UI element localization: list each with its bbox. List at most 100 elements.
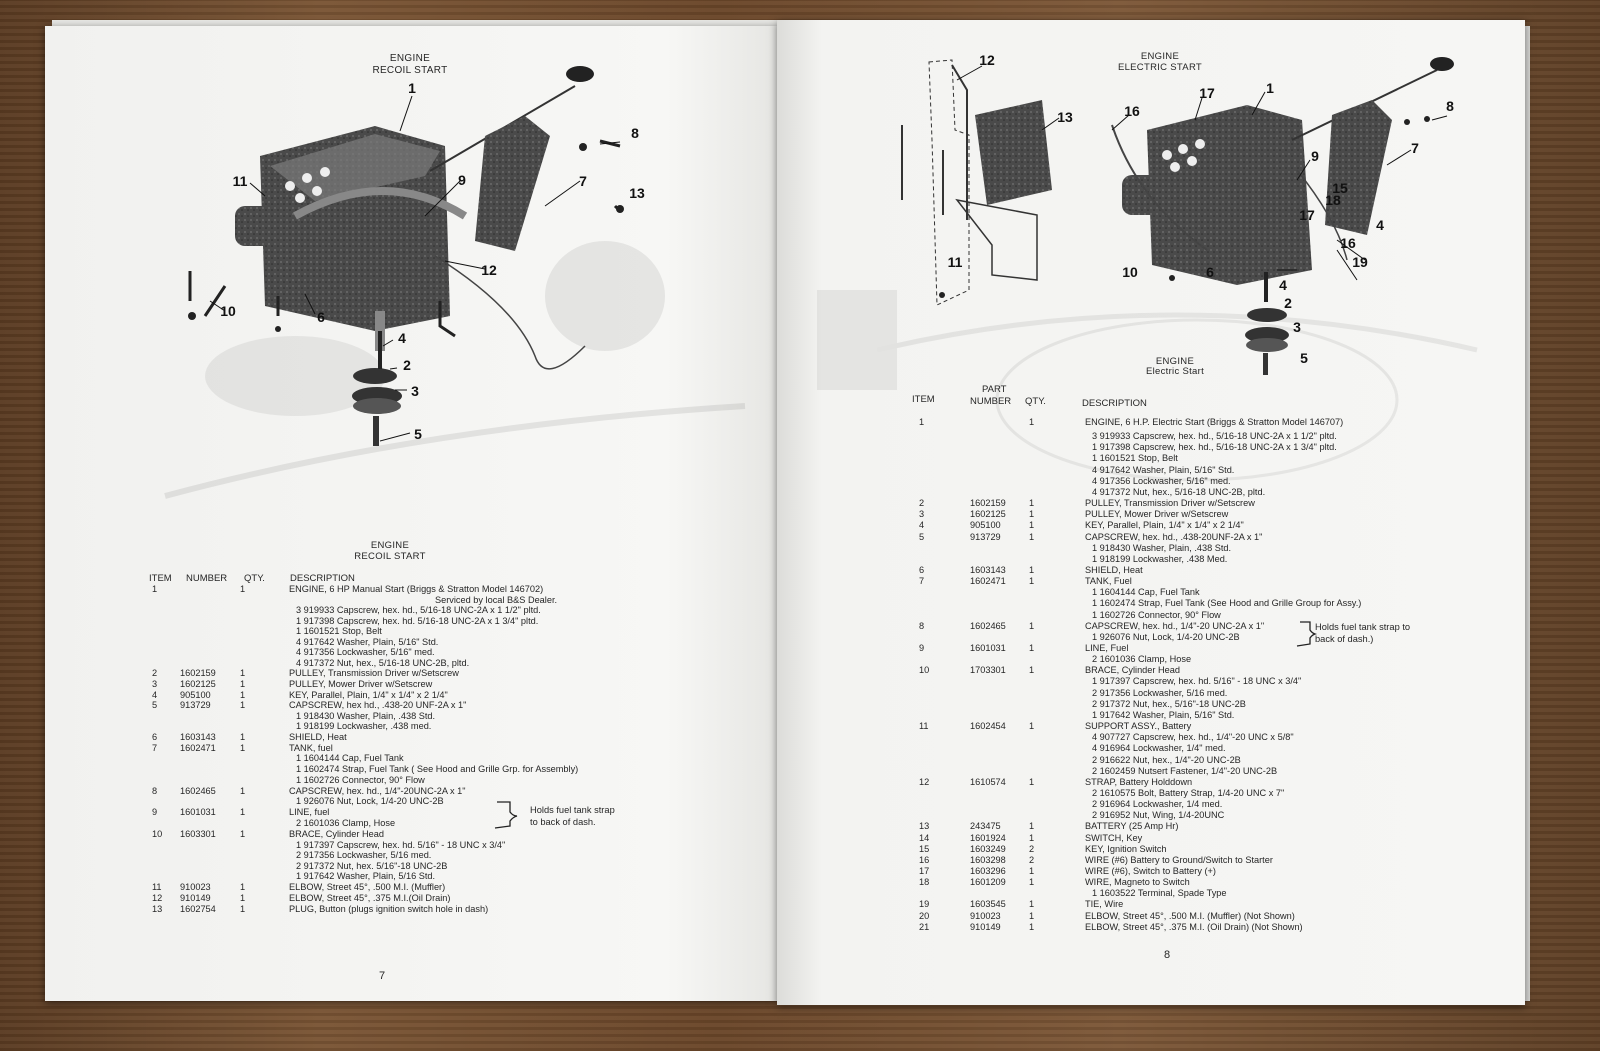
- fuel-tank-strap-note: Holds fuel tank strap to back of dash.: [530, 805, 615, 828]
- parts-row: 2 1602459 Nutsert Fastener, 1/4"-20 UNC-…: [777, 766, 1525, 777]
- parts-row: 1 1604144 Cap, Fuel Tank: [45, 753, 777, 764]
- cell-number: 1603143: [970, 564, 1006, 575]
- cell-description: PULLEY, Mower Driver w/Setscrew: [1085, 509, 1229, 520]
- diagram-caption-line: ENGINE: [1155, 356, 1195, 367]
- parts-row: 1 918199 Lockwasher, .438 med.: [45, 721, 777, 732]
- battery-strap-outline: [928, 59, 970, 306]
- cell-qty: 1: [240, 584, 246, 594]
- bleed-through-image: [817, 290, 1478, 482]
- cell-number: 1603301: [180, 829, 216, 840]
- cell-description: 2 917356 Lockwasher, 5/16 med.: [1092, 687, 1228, 698]
- cell-description: 2 1610575 Bolt, Battery Strap, 1/4-20 UN…: [1092, 787, 1285, 798]
- cell-description: KEY, Ignition Switch: [1085, 843, 1167, 854]
- cell-number: 1602454: [970, 721, 1006, 732]
- recoil-start-engine-diagram: [164, 66, 746, 499]
- cell-qty: 2: [1029, 854, 1035, 865]
- parts-row: 1 917397 Capscrew, hex. hd. 5/16" - 18 U…: [45, 840, 777, 851]
- cell-description: CAPSCREW, hex. hd., 1/4"-20UNC-2A x 1": [289, 785, 466, 796]
- parts-row: 4 917372 Nut, hex., 5/16-18 UNC-2B, pltd…: [777, 487, 1525, 498]
- cell-description: WIRE, Magneto to Switch: [1085, 877, 1190, 888]
- cell-description: 2 916964 Lockwasher, 1/4 med.: [1092, 799, 1223, 810]
- callout-number: 19: [1352, 254, 1368, 270]
- callout-number: 8: [631, 125, 639, 141]
- cell-description: 2 917372 Nut, hex. 5/16"-18 UNC-2B: [296, 860, 448, 871]
- cell-description: 2 1601036 Clamp, Hose: [1092, 654, 1192, 665]
- parts-row: 1 917398 Capscrew, hex. hd., 5/16-18 UNC…: [777, 442, 1525, 453]
- cell-description: 2 917356 Lockwasher, 5/16 med.: [296, 850, 432, 861]
- cell-description: 1 917642 Washer, Plain, 5/16" Std.: [1092, 709, 1235, 720]
- parts-row: 2 916952 Nut, Wing, 1/4-20UNC: [777, 810, 1525, 821]
- cell-item: 4: [152, 689, 158, 700]
- cell-number: 1603296: [970, 866, 1006, 876]
- cell-qty: 1: [1029, 520, 1035, 531]
- diagram-caption-line: Electric Start: [1145, 366, 1205, 377]
- cell-description: 4 917642 Washer, Plain, 5/16" Std.: [296, 636, 439, 647]
- cell-qty: 1: [1029, 821, 1035, 832]
- cell-number: 905100: [180, 689, 211, 700]
- cell-description: 4 917642 Washer, Plain, 5/16" Std.: [1092, 464, 1235, 475]
- header-qty: QTY.: [1025, 396, 1046, 407]
- cell-description: ENGINE, 6 HP Manual Start (Briggs & Stra…: [289, 584, 544, 594]
- cell-description: 4 917356 Lockwasher, 5/16" med.: [296, 647, 435, 658]
- cell-description: 1 917398 Capscrew, hex. hd. 5/16-18 UNC-…: [296, 615, 539, 626]
- cell-qty: 1: [1029, 910, 1035, 921]
- parts-row: 4 916964 Lockwasher, 1/4" med.: [777, 743, 1525, 754]
- cell-description: CAPSCREW, hex hd., .438-20 UNF-2A x 1": [289, 700, 467, 711]
- note-line: to back of dash.: [530, 816, 596, 827]
- cell-item: 14: [919, 832, 930, 843]
- parts-row: 1 917642 Washer, Plain, 5/16" Std.: [777, 710, 1525, 721]
- cell-description: LINE, fuel: [289, 807, 330, 818]
- diagram-title: ENGINE ELECTRIC START: [1095, 51, 1225, 73]
- cell-number: 1602159: [180, 668, 216, 679]
- cell-qty: 1: [240, 829, 246, 840]
- cell-qty: 1: [1029, 721, 1035, 732]
- cell-item: 3: [919, 509, 925, 520]
- cell-description: 2 1601036 Clamp, Hose: [296, 817, 396, 828]
- cell-description: TANK, Fuel: [1085, 576, 1132, 587]
- cell-description: WIRE (#6), Switch to Battery (+): [1085, 866, 1216, 876]
- parts-list-title-line: ENGINE: [370, 540, 410, 551]
- cell-number: 905100: [970, 520, 1001, 531]
- callout-number: 17: [1199, 85, 1215, 101]
- cell-item: 16: [919, 854, 930, 865]
- callout-number: 16: [1340, 235, 1356, 251]
- cell-qty: 1: [1029, 498, 1035, 509]
- cell-item: 15: [919, 843, 930, 854]
- parts-row: 1 926076 Nut, Lock, 1/4-20 UNC-2B: [45, 796, 777, 807]
- fuel-tank: [475, 116, 550, 251]
- cell-description: SHIELD, Heat: [289, 732, 347, 743]
- cell-qty: 1: [240, 689, 246, 700]
- cell-number: 910149: [180, 892, 211, 903]
- header-qty: QTY.: [244, 573, 265, 584]
- cell-number: 910149: [970, 921, 1001, 932]
- parts-list-title-line: RECOIL START: [354, 551, 426, 562]
- cell-item: 5: [919, 531, 925, 542]
- cell-description: WIRE (#6) Battery to Ground/Switch to St…: [1085, 854, 1273, 865]
- header-part: PART: [982, 384, 1007, 395]
- cell-qty: 1: [1029, 509, 1035, 520]
- engine-block: [1147, 105, 1312, 285]
- parts-row: 2 1601036 Clamp, Hose: [45, 818, 777, 829]
- cell-description: 2 1602459 Nutsert Fastener, 1/4"-20 UNC-…: [1092, 765, 1278, 776]
- cell-description: Serviced by local B&S Dealer.: [435, 594, 558, 605]
- cell-description: CAPSCREW, hex. hd., .438-20UNF-2A x 1": [1085, 531, 1263, 542]
- parts-row: 1 918199 Lockwasher, .438 Med.: [777, 554, 1525, 565]
- parts-row: 4 917642 Washer, Plain, 5/16" Std.: [777, 465, 1525, 476]
- cell-description: STRAP, Battery Holddown: [1085, 776, 1193, 787]
- cell-description: ELBOW, Street 45°, .500 M.I. (Muffler): [289, 882, 446, 893]
- cell-qty: 1: [1029, 417, 1035, 427]
- cell-item: 13: [152, 903, 163, 914]
- header-item: ITEM: [149, 573, 172, 584]
- cell-qty: 1: [240, 807, 246, 818]
- cell-qty: 2: [1029, 843, 1035, 854]
